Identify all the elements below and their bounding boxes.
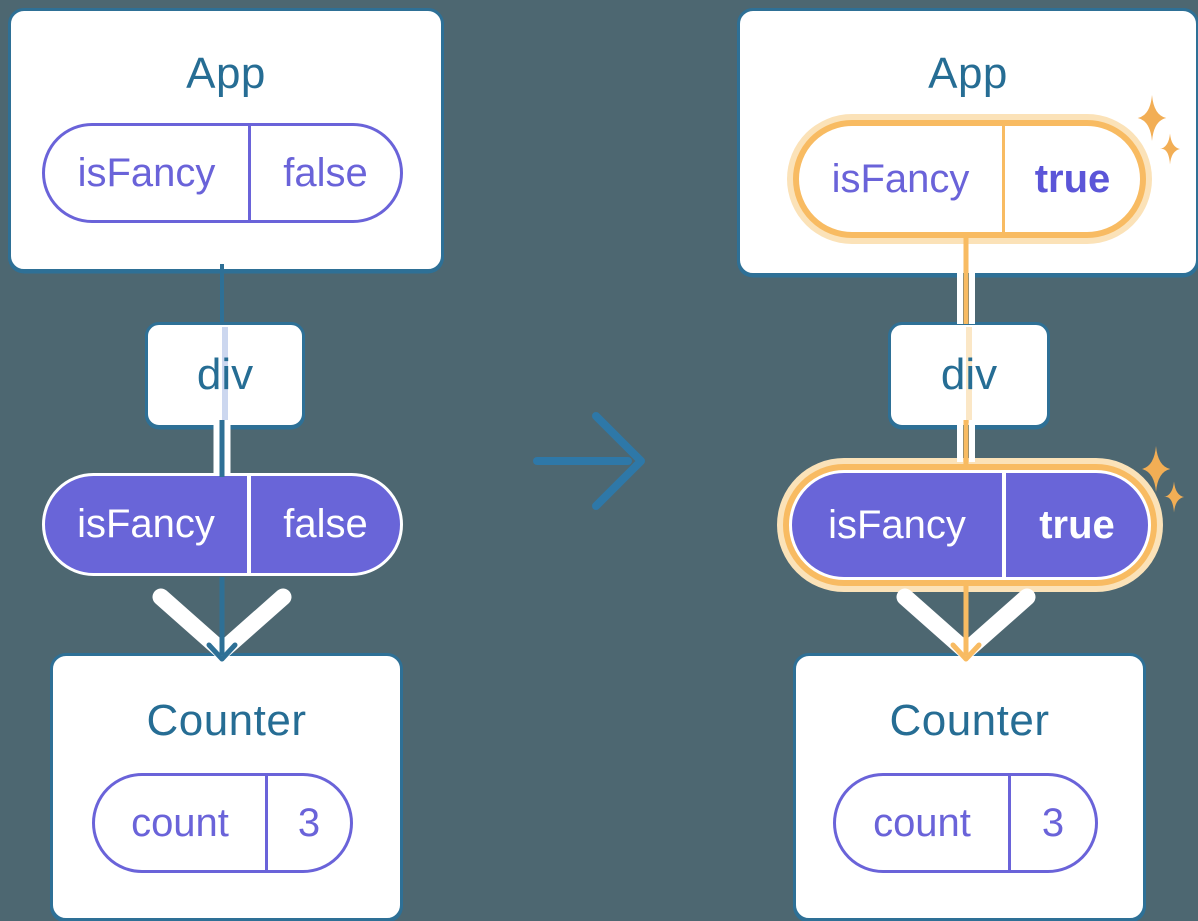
before-app-title: App [186, 49, 266, 98]
prop-flow-line-faded [966, 327, 972, 423]
after-counter-state-pill: count 3 [833, 773, 1098, 873]
before-app-prop-pill: isFancy false [42, 123, 403, 223]
after-counter-card: Counter count 3 [793, 653, 1146, 921]
prop-value: true [1034, 156, 1111, 201]
state-value: 3 [297, 800, 321, 845]
state-value: 3 [1041, 800, 1065, 845]
before-counter-title: Counter [146, 696, 307, 745]
after-div-box: div [888, 322, 1050, 428]
arrow-right-icon [533, 412, 645, 510]
before-div-box: div [145, 322, 305, 428]
prop-value: true [1039, 502, 1115, 547]
state-name: count [836, 776, 1011, 870]
before-div-to-pill-line [213, 420, 231, 477]
state-name: count [95, 776, 268, 870]
after-app-prop-pill-highlighted: isFancy true [793, 120, 1146, 238]
after-counter-title: Counter [889, 696, 1050, 745]
after-pill-to-counter-arrow [896, 584, 1036, 662]
before-div-label: div [196, 350, 254, 399]
before-counter-state-pill: count 3 [92, 773, 353, 873]
prop-name: isFancy [792, 473, 1006, 577]
before-app-card: App isFancy false [8, 8, 444, 272]
after-app-title: App [928, 49, 1008, 98]
after-div-label: div [940, 350, 998, 399]
prop-name: isFancy [45, 126, 251, 220]
prop-name: isFancy [799, 126, 1005, 232]
before-pill-to-counter-arrow [152, 577, 292, 662]
prop-flow-line-faded [222, 327, 228, 423]
sparkles-icon [1141, 446, 1184, 513]
before-counter-card: Counter count 3 [50, 653, 403, 921]
prop-value: false [283, 150, 368, 195]
before-passed-prop-pill: isFancy false [42, 473, 403, 576]
after-app-card: App isFancy true [737, 8, 1198, 276]
prop-value: false [283, 502, 368, 546]
prop-name: isFancy [45, 476, 251, 573]
after-passed-prop-pill-highlighted: isFancy true [789, 470, 1151, 580]
